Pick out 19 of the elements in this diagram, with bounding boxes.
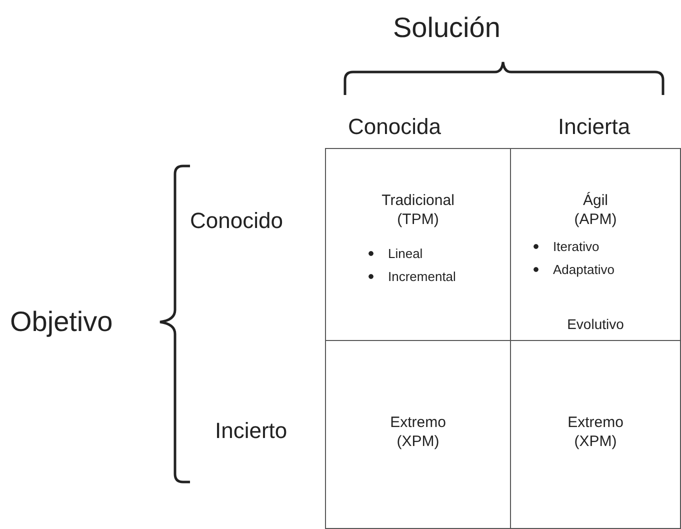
bullet-item: Iterativo <box>533 239 600 254</box>
bullet-item: Incremental <box>368 269 456 284</box>
axis-label: Solución <box>393 12 500 44</box>
cell-title: Extremo (XPM) <box>566 413 624 451</box>
bullet-item: Lineal <box>368 246 423 261</box>
matrix-cell <box>325 148 511 341</box>
bullet-item: Adaptativo <box>533 262 614 277</box>
cell-title: Tradicional (TPM) <box>380 191 456 229</box>
matrix-cell <box>510 340 681 529</box>
matrix-cell <box>510 148 681 341</box>
axis-label: Conocida <box>348 114 441 140</box>
matrix-cell <box>325 340 511 529</box>
cell-title: Extremo (XPM) <box>389 413 447 451</box>
cell-title: Ágil (APM) <box>573 191 618 229</box>
cell-note: Evolutivo <box>566 316 625 332</box>
axis-label: Objetivo <box>10 306 113 338</box>
axis-label: Conocido <box>190 208 283 234</box>
axis-label: Incierto <box>215 418 288 444</box>
axis-label: Incierta <box>558 114 630 140</box>
